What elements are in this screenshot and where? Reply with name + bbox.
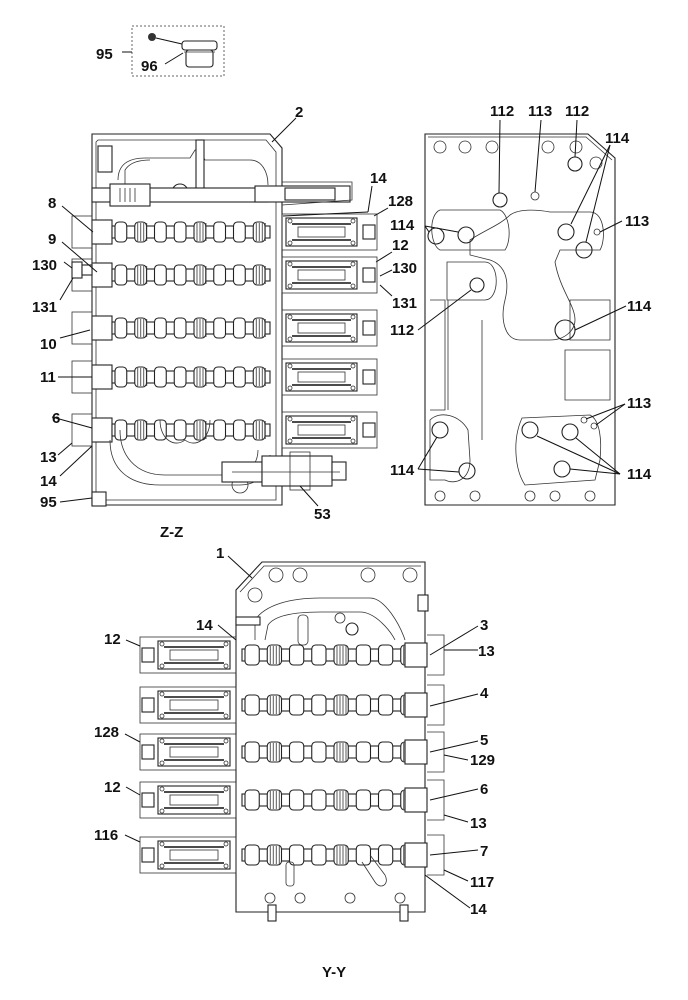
callout-130: 130 — [392, 260, 417, 277]
callout-112: 112 — [390, 322, 414, 339]
yy-spring-cap — [139, 781, 237, 819]
zz-left-block — [91, 262, 113, 288]
callout-113: 113 — [528, 103, 552, 120]
callout-114: 114 — [627, 298, 652, 315]
zz-left-block — [91, 417, 113, 443]
view-title-z-z: Z-Z — [160, 524, 183, 541]
zz-spool — [111, 221, 271, 243]
callout-4: 4 — [480, 685, 489, 702]
callout-96: 96 — [141, 58, 158, 75]
callout-12: 12 — [392, 237, 409, 254]
yy-spring-cap — [139, 636, 237, 674]
zz-left-block — [91, 219, 113, 245]
callout-11: 11 — [40, 369, 56, 386]
callout-7: 7 — [480, 843, 488, 860]
zz-spool-rows — [71, 215, 271, 447]
callout-112: 112 — [490, 103, 514, 120]
zz-spool — [111, 317, 271, 339]
zz-spring-cap — [281, 411, 378, 449]
callout-12: 12 — [104, 631, 121, 648]
callout-117: 117 — [470, 874, 494, 891]
view-plate — [424, 133, 616, 506]
callout-12: 12 — [104, 779, 121, 796]
zz-spool — [111, 366, 271, 388]
zz-left-cap — [71, 413, 93, 447]
yy-spool — [241, 844, 421, 866]
callout-8: 8 — [48, 195, 56, 212]
yy-spring-cap — [139, 733, 237, 771]
view-title-y-y: Y-Y — [322, 964, 346, 981]
zz-left-block — [91, 364, 113, 390]
zz-left-cap — [71, 311, 93, 345]
callout-14: 14 — [470, 901, 487, 918]
yy-right-cap — [427, 731, 445, 773]
callout-128: 128 — [388, 193, 413, 210]
yy-spool — [241, 789, 421, 811]
yy-right-cap — [427, 834, 445, 876]
view-z-z-valve-body — [71, 133, 353, 507]
callout-131: 131 — [392, 295, 417, 312]
yy-spring-cap — [139, 686, 237, 724]
yy-right-block — [404, 842, 428, 868]
callout-14: 14 — [196, 617, 213, 634]
yy-left-caps — [139, 636, 237, 874]
zz-spool — [111, 264, 271, 286]
callout-95: 95 — [96, 46, 113, 63]
callout-13: 13 — [470, 815, 487, 832]
zz-spring-cap — [281, 256, 378, 294]
callout-114: 114 — [605, 130, 630, 147]
callout-116: 116 — [94, 827, 118, 844]
zz-spring-cap — [281, 309, 378, 347]
callout-9: 9 — [48, 231, 56, 248]
callout-2: 2 — [295, 104, 303, 121]
callout-128: 128 — [94, 724, 119, 741]
callout-114: 114 — [390, 217, 415, 234]
callout-1: 1 — [216, 545, 224, 562]
yy-spool — [241, 644, 421, 666]
yy-right-block — [404, 739, 428, 765]
callout-113: 113 — [625, 213, 649, 230]
zz-spring-cap — [281, 358, 378, 396]
yy-spool — [241, 694, 421, 716]
yy-right-block — [404, 642, 428, 668]
zz-left-block — [91, 315, 113, 341]
callout-113: 113 — [627, 395, 651, 412]
yy-spring-cap — [139, 836, 237, 874]
callout-95: 95 — [40, 494, 57, 511]
zz-spool — [111, 419, 271, 441]
callout-6: 6 — [52, 410, 60, 427]
yy-right-block — [404, 692, 428, 718]
callout-53: 53 — [314, 506, 331, 523]
yy-right-cap — [427, 684, 445, 726]
callout-3: 3 — [480, 617, 488, 634]
yy-right-block — [404, 787, 428, 813]
callout-114: 114 — [627, 466, 652, 483]
zz-left-cap — [71, 215, 93, 249]
callout-5: 5 — [480, 732, 488, 749]
callout-6: 6 — [480, 781, 488, 798]
zz-spring-cap — [281, 213, 378, 251]
callout-14: 14 — [40, 473, 57, 490]
yy-spool-rows — [241, 634, 445, 876]
callout-13: 13 — [40, 449, 57, 466]
callout-14: 14 — [370, 170, 387, 187]
yy-right-cap — [427, 634, 445, 676]
detail-box-plug — [122, 25, 225, 77]
leader-lines — [51, 117, 627, 909]
callout-13: 13 — [478, 643, 495, 660]
callout-129: 129 — [470, 752, 495, 769]
callout-131: 131 — [32, 299, 57, 316]
yy-spool — [241, 741, 421, 763]
callout-labels: 95 96 2 14 8 128 9 12 130 130 131 131 10… — [32, 46, 652, 918]
yy-right-cap — [427, 779, 445, 821]
callout-10: 10 — [40, 336, 57, 353]
view-y-y-valve-body — [235, 561, 445, 922]
callout-112: 112 — [565, 103, 589, 120]
callout-130: 130 — [32, 257, 57, 274]
zz-right-caps — [281, 213, 378, 449]
callout-114: 114 — [390, 462, 415, 479]
